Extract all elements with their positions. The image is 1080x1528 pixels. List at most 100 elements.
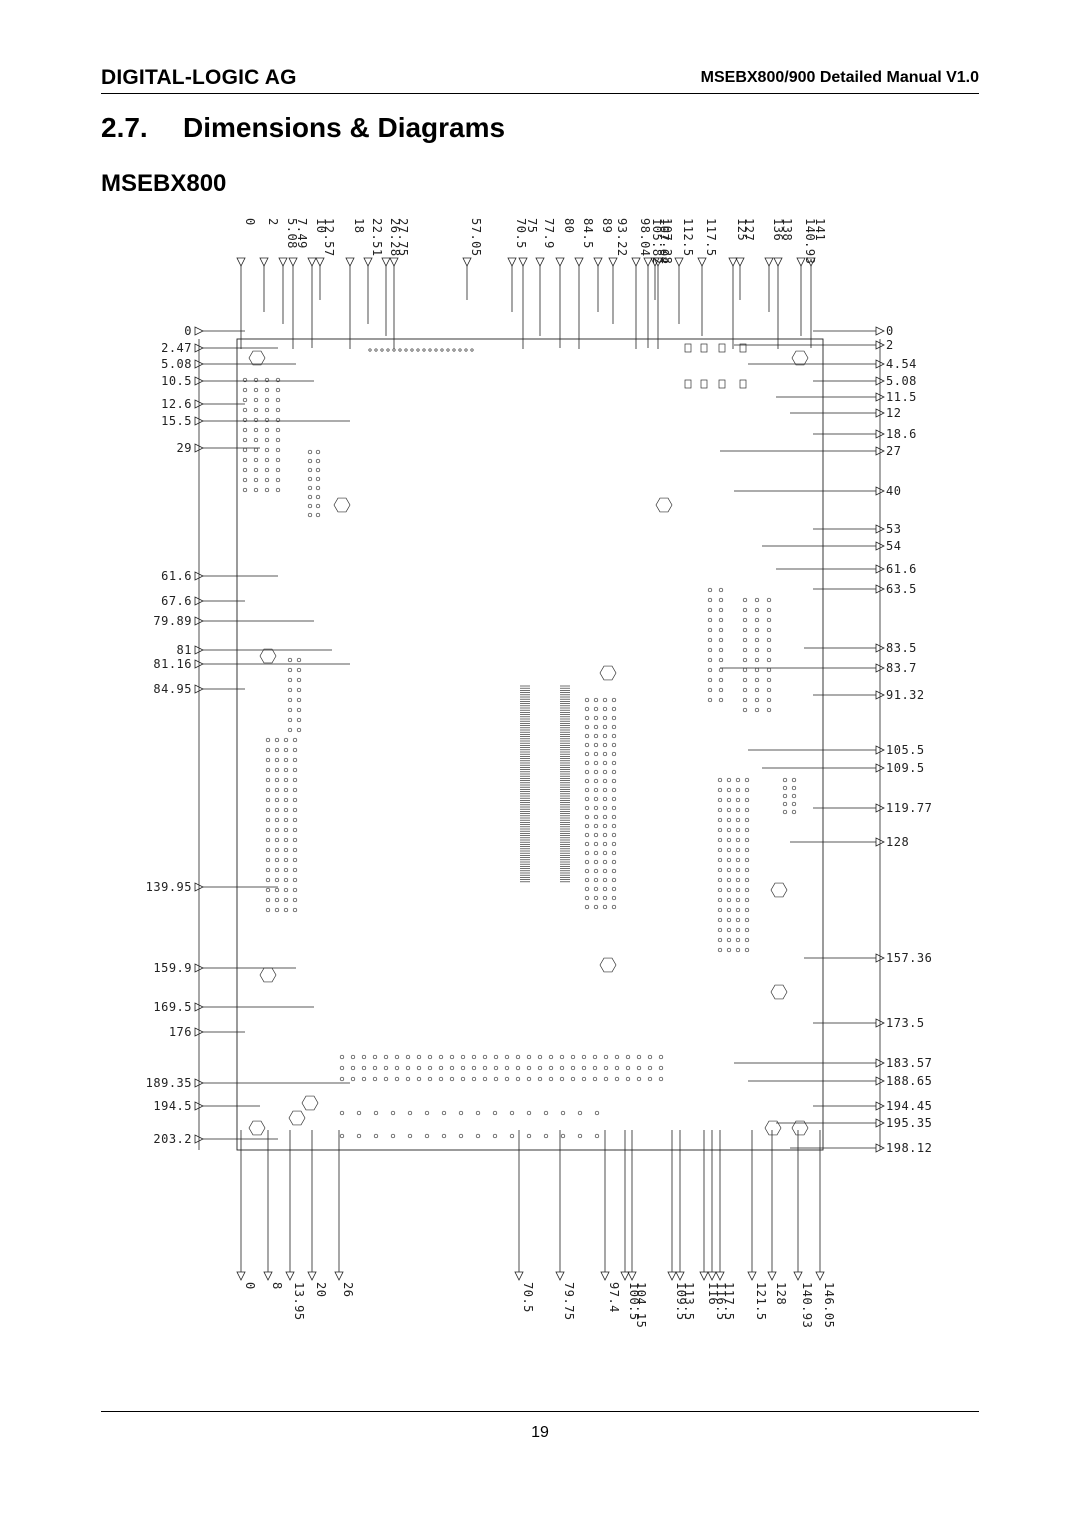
pin-hole xyxy=(611,841,617,847)
pin-hole xyxy=(611,814,617,820)
pin-hole xyxy=(274,827,280,833)
pin-hole xyxy=(611,895,617,901)
pin-hole xyxy=(543,1133,549,1139)
pin-hole xyxy=(593,832,599,838)
dim-arrow xyxy=(194,326,204,336)
dim-arrow xyxy=(875,446,885,456)
pin-hole xyxy=(717,817,723,823)
pin-hole xyxy=(602,697,608,703)
pin-hole xyxy=(593,751,599,757)
dim-arrow xyxy=(697,257,707,267)
pin-hole xyxy=(602,796,608,802)
pin-hole xyxy=(394,1076,400,1082)
pin-hole xyxy=(356,1133,362,1139)
pin-hole xyxy=(416,1065,422,1071)
pin-hole xyxy=(350,1065,356,1071)
pin-hole xyxy=(274,857,280,863)
pin-hole xyxy=(570,1054,576,1060)
pin-hole xyxy=(611,724,617,730)
right-dim-label: 53 xyxy=(886,522,901,536)
page-number: 19 xyxy=(531,1424,549,1441)
pin-hole xyxy=(292,827,298,833)
pin-hole xyxy=(602,769,608,775)
pin-hole xyxy=(658,1054,664,1060)
pin-hole xyxy=(611,823,617,829)
right-dim-label: 54 xyxy=(886,539,901,553)
pin-hole xyxy=(424,1133,430,1139)
mounting-hex xyxy=(248,350,266,366)
pin-hole xyxy=(593,778,599,784)
dim-arrow xyxy=(194,399,204,409)
top-dim-label: 107.28 xyxy=(660,218,674,264)
pin-hole xyxy=(602,814,608,820)
dim-arrow xyxy=(334,1271,344,1281)
pin-hole xyxy=(611,796,617,802)
right-dim-label: 40 xyxy=(886,484,901,498)
pin-hole xyxy=(265,797,271,803)
pin-hole xyxy=(292,817,298,823)
pin-hole xyxy=(287,727,293,733)
pin-hole xyxy=(611,778,617,784)
dim-arrow xyxy=(288,257,298,267)
right-dim-label: 27 xyxy=(886,444,901,458)
pin-hole xyxy=(292,767,298,773)
pin-hole xyxy=(460,1076,466,1082)
pin-hole xyxy=(717,907,723,913)
dim-arrow xyxy=(773,257,783,267)
pin-hole xyxy=(742,697,748,703)
pin-hole xyxy=(265,827,271,833)
pin-hole xyxy=(416,1054,422,1060)
pin-hole xyxy=(602,733,608,739)
pin-hole xyxy=(744,837,750,843)
pin-hole xyxy=(581,1065,587,1071)
dim-arrow xyxy=(514,1271,524,1281)
pin-hole xyxy=(602,823,608,829)
pin-hole xyxy=(735,877,741,883)
pin-hole xyxy=(584,895,590,901)
pin-hole xyxy=(372,1076,378,1082)
pin-hole xyxy=(707,607,713,613)
pin-hole xyxy=(707,627,713,633)
pin-hole xyxy=(593,859,599,865)
left-dim-label: 0 xyxy=(184,324,192,338)
pin-hole xyxy=(593,886,599,892)
top-dim-label: 141 xyxy=(813,218,827,241)
pin-hole xyxy=(265,807,271,813)
pad-rect xyxy=(718,343,726,353)
dim-arrow xyxy=(194,882,204,892)
pin-hole xyxy=(471,1076,477,1082)
pin-hole xyxy=(283,847,289,853)
pin-hole xyxy=(647,1076,653,1082)
pin-hole xyxy=(287,677,293,683)
right-dim-label: 83.5 xyxy=(886,641,917,655)
mounting-hex xyxy=(655,497,673,513)
pin-hole xyxy=(416,348,420,352)
pin-hole xyxy=(292,757,298,763)
dim-arrow xyxy=(707,1271,717,1281)
pin-hole xyxy=(744,857,750,863)
pin-hole xyxy=(602,715,608,721)
pin-hole xyxy=(275,487,281,493)
dim-arrow xyxy=(764,257,774,267)
top-dim-label: 138 xyxy=(780,218,794,241)
pin-hole xyxy=(242,417,248,423)
pin-hole xyxy=(754,617,760,623)
dim-arrow xyxy=(875,541,885,551)
pin-hole xyxy=(766,627,772,633)
pin-hole xyxy=(593,823,599,829)
pin-hole xyxy=(373,1110,379,1116)
pin-hole xyxy=(744,927,750,933)
dim-arrow xyxy=(667,1271,677,1281)
dim-arrow xyxy=(796,257,806,267)
pin-hole xyxy=(283,787,289,793)
pin-hole xyxy=(559,1054,565,1060)
pin-hole xyxy=(742,667,748,673)
pad-rect xyxy=(684,343,692,353)
dim-arrow xyxy=(194,1002,204,1012)
pin-hole xyxy=(253,467,259,473)
pin-hole xyxy=(726,837,732,843)
pin-hole xyxy=(625,1054,631,1060)
pin-hole xyxy=(265,897,271,903)
pin-hole xyxy=(283,907,289,913)
pin-hole xyxy=(782,793,788,799)
